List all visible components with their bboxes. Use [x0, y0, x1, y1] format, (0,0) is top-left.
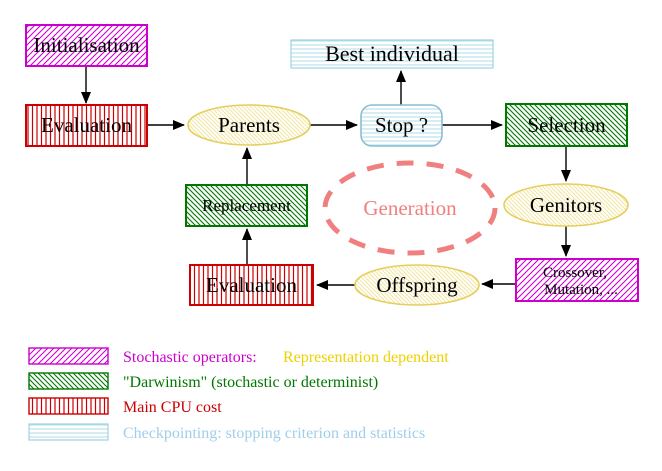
legend-label-darwinism: "Darwinism" (stochastic or determinist): [123, 374, 378, 391]
initialisation-box: [25, 24, 148, 67]
legend-label-stochastic-operators: Stochastic operators:: [123, 349, 257, 366]
best-individual-box: [290, 39, 494, 69]
evaluation-bottom-box: [189, 264, 314, 306]
mutation-label: Mutation, ...: [544, 282, 618, 298]
crossover-label: Crossover,: [543, 265, 607, 281]
replacement-label: Replacement: [202, 196, 291, 215]
stop-box: [360, 104, 443, 147]
legend-swatch-main-cpu-cost: [28, 397, 109, 415]
initialisation-label: Initialisation: [33, 33, 140, 57]
generation-loop-ellipse: [322, 160, 498, 256]
genitors-label: Genitors: [530, 193, 602, 217]
evaluation-top-label: Evaluation: [41, 113, 132, 137]
offspring-ellipse: [354, 264, 480, 306]
legend-label-representation-dependent: Representation dependent: [283, 349, 449, 366]
legend: Stochastic operators: Representation dep…: [28, 347, 449, 442]
offspring-label: Offspring: [376, 273, 458, 297]
legend-swatch-checkpointing: [28, 423, 109, 441]
legend-label-checkpointing: Checkpointing: stopping criterion and st…: [123, 425, 425, 442]
selection-label: Selection: [527, 113, 606, 137]
selection-box: [505, 103, 628, 147]
best-individual-label: Best individual: [325, 41, 459, 66]
nodes: Initialisation Evaluation Parents Stop ?…: [25, 24, 639, 306]
parents-ellipse: [187, 104, 311, 146]
crossover-mutation-box: [515, 258, 639, 302]
genitors-ellipse: [503, 183, 629, 227]
generation-label: Generation: [363, 196, 457, 220]
replacement-box: [185, 184, 308, 227]
legend-swatch-darwinism: [28, 372, 109, 390]
stop-label: Stop ?: [375, 113, 428, 137]
parents-label: Parents: [218, 113, 280, 137]
edges: [81, 66, 571, 290]
evaluation-top-box: [25, 104, 148, 147]
legend-label-main-cpu-cost: Main CPU cost: [123, 399, 222, 416]
legend-swatch-stochastic-operators: [28, 347, 109, 365]
evaluation-bottom-label: Evaluation: [206, 273, 297, 297]
